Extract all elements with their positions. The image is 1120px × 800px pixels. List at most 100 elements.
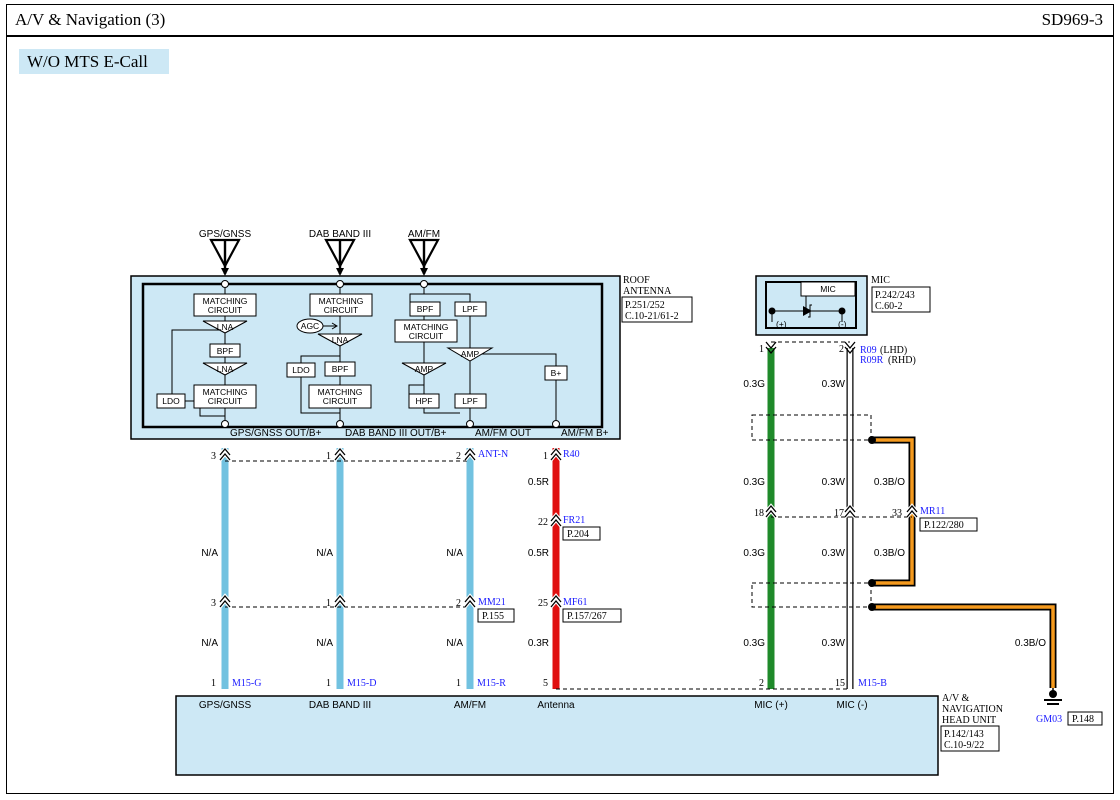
svg-text:0.3B/O: 0.3B/O: [1015, 638, 1046, 649]
roof-antenna-module: ROOF ANTENNA P.251/252 C.10-21/61-2 GPS/…: [130, 229, 693, 440]
svg-text:NAVIGATION: NAVIGATION: [942, 704, 1003, 715]
gps-lna-2: LNA: [202, 362, 248, 376]
page-header: A/V & Navigation (3) SD969-3: [7, 5, 1113, 37]
svg-text:LDO: LDO: [292, 365, 310, 375]
svg-text:AM/FM: AM/FM: [454, 700, 486, 711]
svg-text:MIC (+): MIC (+): [754, 700, 788, 711]
page-title: A/V & Navigation (3): [15, 10, 166, 29]
svg-text:17: 17: [834, 508, 844, 519]
roof-antenna-ref-1: P.251/252: [625, 300, 665, 311]
shield-boxes: [751, 414, 872, 608]
amfm-amp-2: AMP: [401, 362, 447, 376]
svg-text:P.204: P.204: [567, 529, 589, 540]
svg-text:MATCHING: MATCHING: [404, 322, 449, 332]
amfm-bplus: B+: [544, 365, 568, 381]
svg-text:LNA: LNA: [217, 364, 234, 374]
connector-m15-r: M15-R: [477, 678, 506, 689]
svg-text:MIC (-): MIC (-): [836, 700, 867, 711]
mic-name: MIC: [871, 275, 890, 286]
amfm-amp-1: AMP: [446, 347, 494, 362]
dab-matching-circuit-1: MATCHING CIRCUIT: [309, 293, 373, 317]
svg-text:N/A: N/A: [201, 548, 218, 559]
svg-text:GM03: GM03: [1036, 714, 1062, 725]
amfm-signal-chain: [408, 288, 557, 420]
svg-text:2: 2: [456, 598, 461, 609]
svg-text:BPF: BPF: [217, 346, 234, 356]
svg-text:0.3B/O: 0.3B/O: [874, 548, 905, 559]
svg-text:P.122/280: P.122/280: [924, 520, 964, 531]
svg-text:P.148: P.148: [1072, 714, 1094, 725]
svg-text:MATCHING: MATCHING: [203, 296, 248, 306]
antenna-dab-icon: [324, 238, 356, 278]
svg-text:P.157/267: P.157/267: [567, 611, 607, 622]
amfm-bpf: BPF: [409, 301, 441, 317]
svg-text:CIRCUIT: CIRCUIT: [409, 331, 443, 341]
svg-text:P.142/143: P.142/143: [944, 729, 984, 740]
svg-text:25: 25: [538, 598, 548, 609]
page-code: SD969-3: [1041, 10, 1103, 29]
svg-text:LNA: LNA: [217, 322, 234, 332]
gps-matching-circuit-1: MATCHING CIRCUIT: [193, 293, 257, 317]
svg-text:C.10-9/22: C.10-9/22: [944, 740, 984, 751]
connector-ant-n: ANT-N: [478, 449, 508, 460]
connector-r40: R40: [563, 449, 580, 460]
svg-text:LPF: LPF: [462, 396, 478, 406]
svg-text:0.3W: 0.3W: [822, 379, 846, 390]
amfm-lpf-1: LPF: [454, 301, 487, 317]
connector-mr11: MR11: [920, 506, 945, 517]
roof-antenna-name-2: ANTENNA: [623, 286, 672, 297]
dab-matching-circuit-2: MATCHING CIRCUIT: [308, 384, 372, 409]
connector-dashed-lines: [225, 341, 912, 690]
gps-lna: LNA: [202, 320, 248, 334]
terminal-dab-out: DAB BAND III OUT/B+: [345, 428, 447, 439]
svg-text:2: 2: [839, 344, 844, 355]
connector-ids: ANT-N R40 FR21 P.204 MM21 P.155 MF61 P.1…: [232, 449, 978, 689]
terminal-amfm-bplus: AM/FM B+: [561, 428, 609, 439]
amfm-hpf: HPF: [408, 393, 440, 409]
diode-icon: [803, 304, 812, 318]
svg-text:0.3G: 0.3G: [743, 379, 765, 390]
gps-ldo: LDO: [156, 393, 186, 409]
svg-text:B+: B+: [551, 368, 562, 378]
svg-text:N/A: N/A: [316, 548, 333, 559]
antenna-gps-icon: [209, 238, 241, 278]
svg-text:0.3W: 0.3W: [822, 548, 846, 559]
svg-text:2: 2: [456, 451, 461, 462]
svg-text:CIRCUIT: CIRCUIT: [323, 396, 357, 406]
svg-text:3: 3: [211, 598, 216, 609]
svg-text:P.242/243: P.242/243: [875, 290, 915, 301]
svg-text:3: 3: [211, 451, 216, 462]
roof-antenna-name-1: ROOF: [623, 275, 650, 286]
svg-text:5: 5: [543, 678, 548, 689]
svg-text:CIRCUIT: CIRCUIT: [208, 305, 242, 315]
dab-signal-chain: [300, 288, 341, 420]
ground-icon: [1044, 690, 1062, 705]
svg-text:AMP: AMP: [461, 349, 480, 359]
svg-text:N/A: N/A: [316, 638, 333, 649]
svg-text:1: 1: [326, 451, 331, 462]
svg-text:0.5R: 0.5R: [528, 477, 549, 488]
svg-text:(LHD): (LHD): [880, 345, 907, 356]
dab-lna: LNA: [317, 333, 363, 347]
connector-r09r: R09R: [860, 355, 884, 366]
svg-text:LDO: LDO: [162, 396, 180, 406]
svg-text:0.3W: 0.3W: [822, 477, 846, 488]
svg-text:MATCHING: MATCHING: [203, 387, 248, 397]
connector-fr21: FR21: [563, 515, 585, 526]
svg-text:HEAD UNIT: HEAD UNIT: [942, 715, 996, 726]
svg-text:0.3G: 0.3G: [743, 477, 765, 488]
svg-text:HPF: HPF: [416, 396, 433, 406]
svg-text:CIRCUIT: CIRCUIT: [324, 305, 358, 315]
svg-text:0.3B/O: 0.3B/O: [874, 477, 905, 488]
svg-text:N/A: N/A: [446, 548, 463, 559]
svg-text:CIRCUIT: CIRCUIT: [208, 396, 242, 406]
roof-antenna-ref-2: C.10-21/61-2: [625, 311, 679, 322]
terminal-gps-out: GPS/GNSS OUT/B+: [230, 428, 322, 439]
svg-text:GPS/GNSS: GPS/GNSS: [199, 700, 252, 711]
svg-text:Antenna: Antenna: [537, 700, 575, 711]
svg-text:1: 1: [543, 451, 548, 462]
pin-numbers: 3 1 2 1 22 3 1 2 25 1 1 1 5 2 15 1 2 18 …: [211, 344, 902, 689]
svg-text:15: 15: [835, 678, 845, 689]
svg-text:LPF: LPF: [462, 304, 478, 314]
